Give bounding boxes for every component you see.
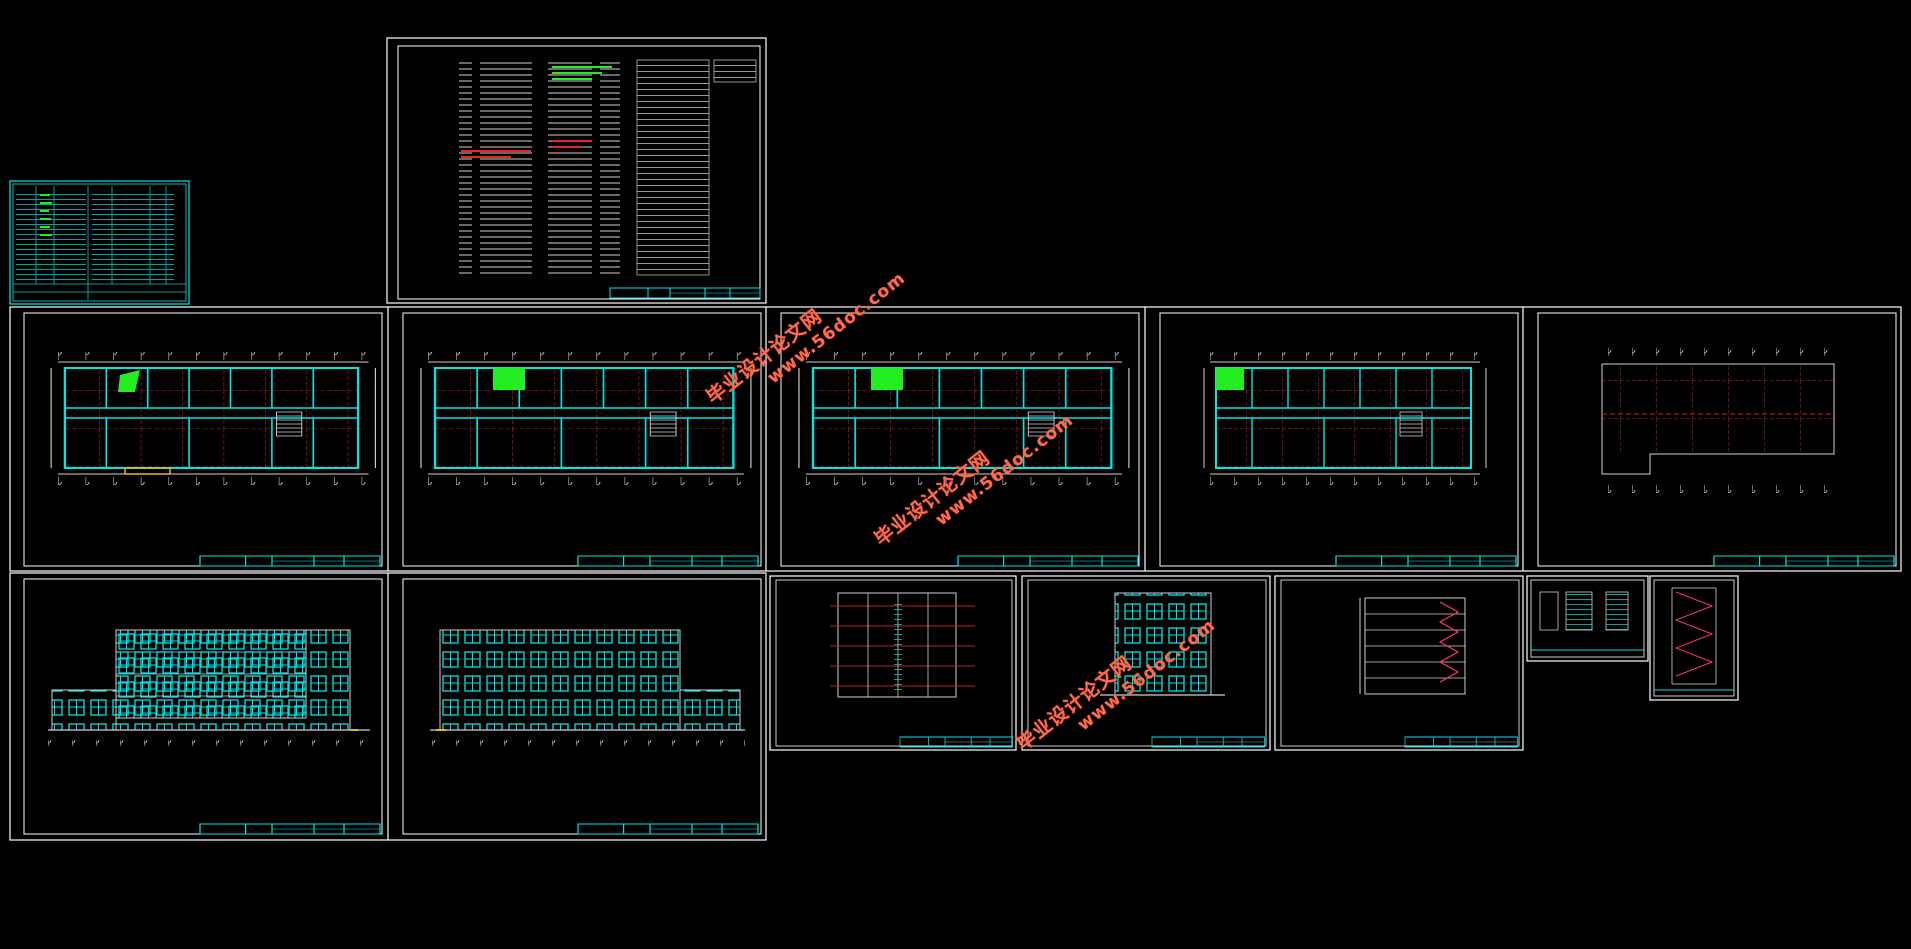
elevation-front[interactable]	[23, 578, 383, 835]
elevation-side-a[interactable]	[769, 575, 1017, 751]
plans-row	[9, 306, 1902, 572]
stair-detail[interactable]	[1649, 575, 1739, 701]
plan-3[interactable]	[780, 312, 1140, 567]
elevation-side-b[interactable]	[1021, 575, 1271, 751]
elevation-row-left	[9, 572, 767, 841]
plan-ground[interactable]	[23, 312, 383, 567]
plan-standard[interactable]	[1159, 312, 1519, 567]
plan-roof[interactable]	[1537, 312, 1897, 567]
detail-small[interactable]	[1526, 575, 1649, 662]
elevation-rear[interactable]	[402, 578, 762, 835]
section[interactable]	[1274, 575, 1524, 751]
design-notes-sheet[interactable]	[386, 37, 767, 304]
plan-2[interactable]	[402, 312, 762, 567]
material-table-sheet[interactable]	[9, 180, 190, 305]
